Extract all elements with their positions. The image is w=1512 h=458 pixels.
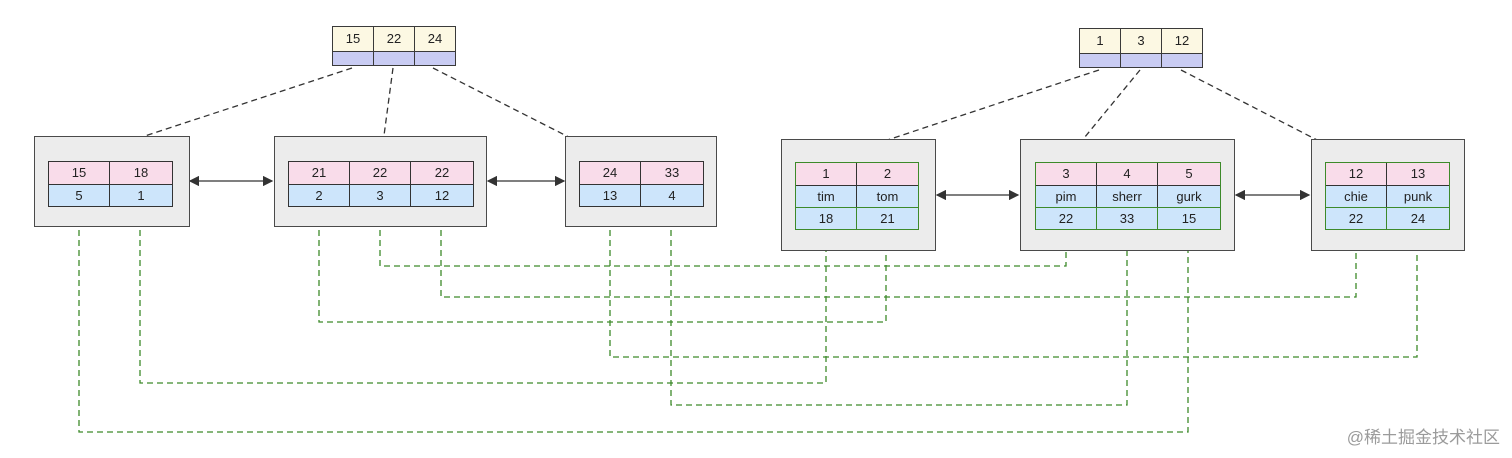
lookup-line xyxy=(139,210,832,384)
leaf-key: 1 xyxy=(796,163,857,185)
lookup-line xyxy=(609,210,1423,358)
leaf-key: 15 xyxy=(49,162,110,184)
watermark: @稀土掘金技术社区 xyxy=(1346,428,1500,447)
leaf-value: 2 xyxy=(289,184,350,206)
lookup-line xyxy=(318,210,892,323)
leaf-table: 15 18 5 1 xyxy=(48,161,173,207)
leaf-key: 2 xyxy=(857,163,918,185)
root-key: 1 xyxy=(1080,29,1121,53)
leaf-table: 3 4 5 pim sherr gurk 22 33 15 xyxy=(1035,162,1221,230)
root-pointer xyxy=(1121,53,1162,67)
leaf-table: 21 22 22 2 3 12 xyxy=(288,161,474,207)
leaf-name: punk xyxy=(1387,185,1449,207)
root-pointer xyxy=(415,51,455,65)
right-root-node: 1 3 12 xyxy=(1079,28,1203,68)
leaf-table: 24 33 13 4 xyxy=(579,161,704,207)
leaf-value: 13 xyxy=(580,184,641,206)
leaf-name: sherr xyxy=(1097,185,1158,207)
leaf-key: 33 xyxy=(641,162,703,184)
leaf-name: tim xyxy=(796,185,857,207)
leaf-value: 1 xyxy=(110,184,172,206)
root-key: 22 xyxy=(374,27,415,51)
root-pointer xyxy=(374,51,415,65)
left-root-node: 15 22 24 xyxy=(332,26,456,66)
leaf-age: 15 xyxy=(1158,207,1220,229)
root-pointer xyxy=(333,51,374,65)
root-key: 3 xyxy=(1121,29,1162,53)
leaf-key: 5 xyxy=(1158,163,1220,185)
pointer-line xyxy=(825,69,1100,163)
leaf-key: 22 xyxy=(411,162,473,184)
leaf-age: 33 xyxy=(1097,207,1158,229)
leaf-value: 3 xyxy=(350,184,411,206)
leaf-age: 22 xyxy=(1326,207,1387,229)
root-key: 12 xyxy=(1162,29,1202,53)
leaf-age: 18 xyxy=(796,207,857,229)
leaf-age: 22 xyxy=(1036,207,1097,229)
lookup-line xyxy=(440,210,1362,298)
leaf-age: 21 xyxy=(857,207,918,229)
lookup-line xyxy=(78,210,1194,433)
leaf-table: 12 13 chie punk 22 24 xyxy=(1325,162,1450,230)
root-pointer xyxy=(1162,53,1202,67)
leaf-value: 4 xyxy=(641,184,703,206)
leaf-key: 4 xyxy=(1097,163,1158,185)
leaf-name: pim xyxy=(1036,185,1097,207)
leaf-value: 5 xyxy=(49,184,110,206)
root-pointer xyxy=(1080,53,1121,67)
leaf-key: 12 xyxy=(1326,163,1387,185)
leaf-key: 21 xyxy=(289,162,350,184)
leaf-age: 24 xyxy=(1387,207,1449,229)
leaf-table: 1 2 tim tom 18 21 xyxy=(795,162,919,230)
leaf-value: 12 xyxy=(411,184,473,206)
lookup-line xyxy=(670,210,1133,406)
leaf-name: gurk xyxy=(1158,185,1220,207)
leaf-name: tom xyxy=(857,185,918,207)
root-key: 15 xyxy=(333,27,374,51)
leaf-name: chie xyxy=(1326,185,1387,207)
leaf-key: 22 xyxy=(350,162,411,184)
leaf-key: 13 xyxy=(1387,163,1449,185)
leaf-key: 3 xyxy=(1036,163,1097,185)
leaf-key: 18 xyxy=(110,162,172,184)
root-key: 24 xyxy=(415,27,455,51)
leaf-key: 24 xyxy=(580,162,641,184)
